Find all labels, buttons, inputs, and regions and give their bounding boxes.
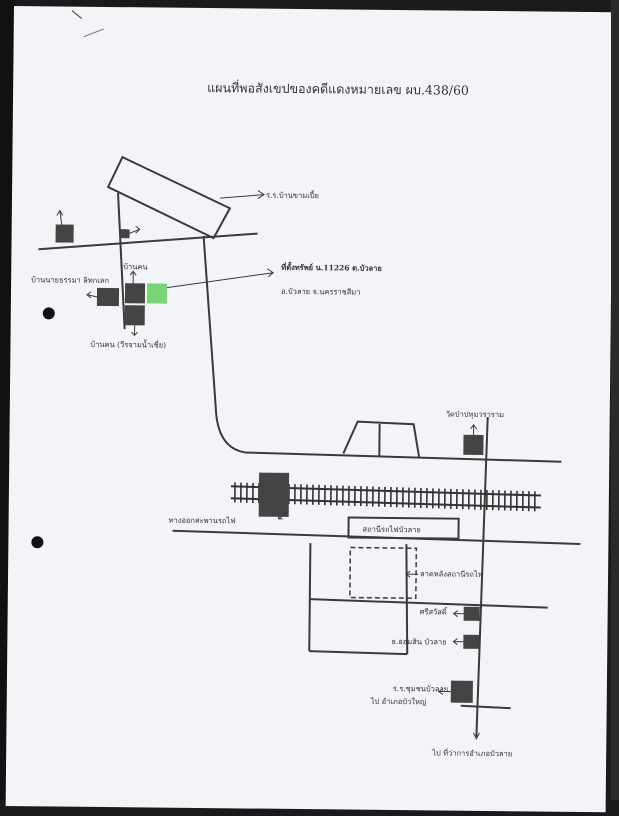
arrow-school xyxy=(220,194,264,198)
building-school xyxy=(451,681,473,703)
building-house-lower xyxy=(125,305,145,325)
label-market: ลาดหลังสถานีรถไฟ xyxy=(420,569,483,579)
building-left xyxy=(97,288,119,306)
label-station: สถานีรถไฟบัวลาย xyxy=(362,525,420,535)
building-top-left xyxy=(56,224,74,242)
label-property-line2: อ.บัวลาย จ.นครราชสีมา xyxy=(281,287,361,297)
property-highlight xyxy=(147,283,167,303)
label-bank-siri: ศรีสวัสดิ์ xyxy=(420,606,449,616)
label-house-bottom: บ้านคน (วีรจามน้ำเชี่ย) xyxy=(90,339,166,350)
building-small xyxy=(121,229,130,238)
building-temple xyxy=(463,435,483,455)
station-canopy xyxy=(343,421,419,458)
punch-hole-top xyxy=(43,307,55,319)
label-bank-gov: ธ.ออมสิน บัวลาย xyxy=(391,637,446,647)
road-village xyxy=(117,193,126,329)
school-building-outline xyxy=(108,157,231,238)
label-to-district: ไป อำเภอบัวใหญ่ xyxy=(370,697,427,707)
label-to-office: ไป ที่ว่าการอำเภอบัวลาย xyxy=(431,747,512,758)
label-railway-crossing: ทางออกสะพานรถไฟ xyxy=(169,516,236,526)
label-school-chum: ร.ร.ชุมชนบัวลาย xyxy=(393,684,448,694)
building-house xyxy=(125,283,145,303)
label-school-banchab: ร.ร.บ้านขามเปี้ย xyxy=(266,190,319,201)
map-canvas: แผนที่พอสังเขปของคดีแดงหมายเลข ผบ.438/60 xyxy=(6,6,614,812)
scan-right-edge xyxy=(611,0,619,800)
punch-hole-bottom xyxy=(31,536,43,548)
label-property-line1: ที่ตั้งทรัพย์ น.11226 ต.บัวลาย xyxy=(281,261,382,273)
arrow-property xyxy=(167,272,273,289)
map-paper: แผนที่พอสังเขปของคดีแดงหมายเลข ผบ.438/60 xyxy=(6,6,614,812)
label-house-left: บ้านนายธรรมา ลิทกเลก xyxy=(31,275,109,285)
road-main xyxy=(201,236,563,462)
building-bank-siri xyxy=(464,607,480,621)
map-title: แผนที่พอสังเขปของคดีแดงหมายเลข ผบ.438/60 xyxy=(207,79,469,98)
label-temple: วัดป่าปทุมวราราม xyxy=(446,410,504,420)
label-house-top: บ้านคน xyxy=(123,262,147,271)
building-crossing xyxy=(259,473,289,517)
building-bank-gov xyxy=(463,635,479,649)
